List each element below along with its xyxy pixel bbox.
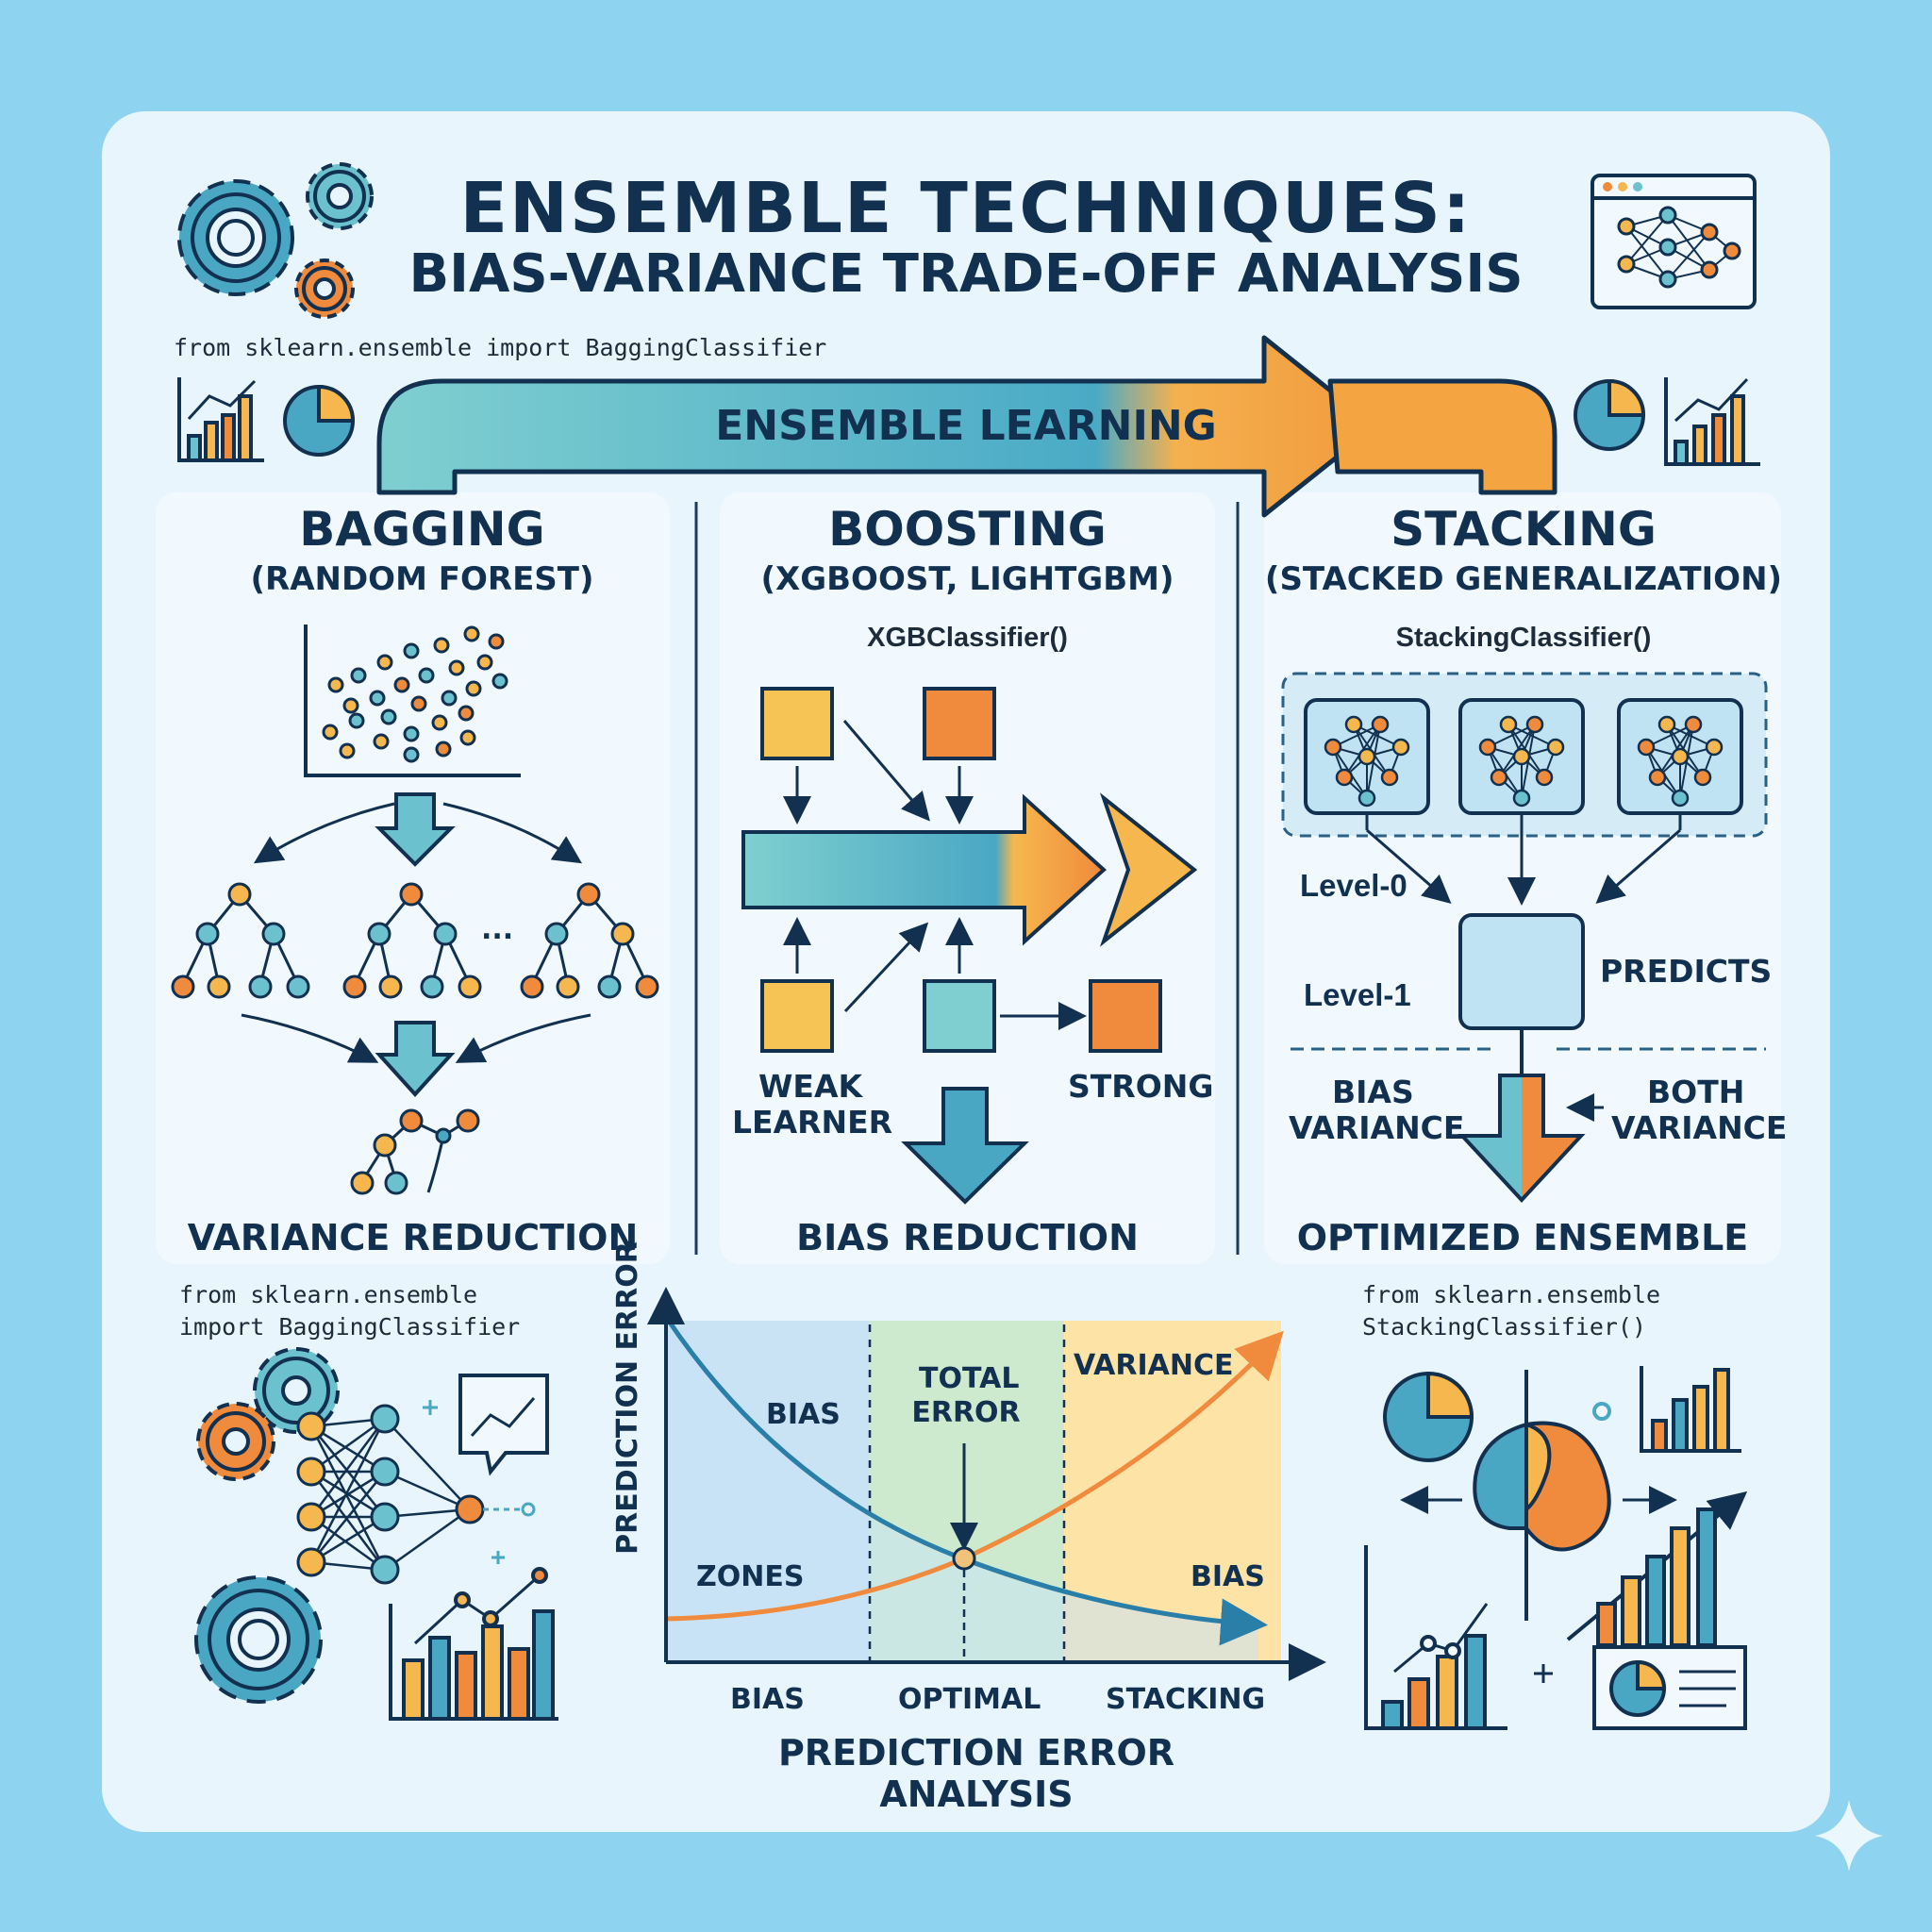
bias-right-label: BIAS [1191,1560,1265,1593]
boosting-title: BOOSTING [828,502,1107,557]
neural-net-icon [1637,715,1724,808]
down-arrow-icon [375,792,456,867]
boosting-arrow-tip [1099,792,1198,947]
boosting-code: XGBClassifier() [867,623,1068,653]
bar-chart-icon [1664,377,1760,466]
stacking-flow-arrows [1365,815,1682,906]
strong-learner-label: STRONG [1068,1068,1214,1105]
learner-box [923,687,996,760]
gear-icon [194,1575,323,1704]
weak-learner-box [760,687,834,760]
stacking-subtitle: (STACKED GENERALIZATION) [1264,560,1783,598]
strong-learner-box [1089,979,1162,1053]
chat-chart-icon [458,1374,549,1476]
total-error-label-line1: TOTAL [919,1362,1020,1395]
boosting-subtitle: (XGBOOST, LIGHTGBM) [760,560,1174,598]
stacking-both-label: BOTH [1647,1074,1745,1110]
boosting-footer: BIAS REDUCTION [796,1217,1139,1258]
neural-net-icon [1478,715,1565,808]
code-snippet-bottom-left-1: from sklearn.ensemble [179,1281,478,1308]
stacking-code: StackingClassifier() [1395,623,1652,653]
weak-learner-box [760,979,834,1053]
gear-icon [253,1347,340,1434]
bias-variance-chart [647,1287,1326,1681]
bagging-ellipsis: ... [481,913,514,946]
meta-model-icon [1458,913,1585,1030]
bagging-split-arrows [253,802,583,864]
decorative-plus-icon [423,1400,505,1564]
pie-chart-icon [1383,1371,1474,1462]
stacking-variance-left-label: VARIANCE [1289,1109,1465,1146]
variance-curve-label: VARIANCE [1074,1349,1234,1382]
gear-icon [306,162,374,230]
code-snippet-bottom-left-2: import BaggingClassifier [179,1313,521,1341]
weak-learner-label-line1: WEAK [758,1068,863,1105]
weak-learner-label-line2: LEARNER [732,1104,893,1141]
code-snippet-bottom-right-2: StackingClassifier() [1362,1313,1647,1341]
optimal-point [952,1546,976,1571]
bar-chart-icon [177,377,264,462]
page-title: ENSEMBLE TECHNIQUES: [459,168,1473,249]
bar-chart-icon [1640,1366,1741,1453]
pie-chart-icon [283,384,356,457]
bagging-title: BAGGING [299,502,545,557]
bias-curve-label: BIAS [766,1398,841,1431]
predicts-label: PREDICTS [1600,953,1773,990]
stacking-bias-label: BIAS [1332,1074,1414,1110]
boosting-main-arrow [741,793,1107,946]
ensemble-learning-arrow [376,335,1557,518]
chart-title: PREDICTION ERROR ANALYSIS [777,1732,1175,1815]
down-arrow-icon [901,1087,1029,1205]
sparkle-icon [1815,1800,1883,1872]
neural-net-icon [1324,715,1410,808]
bagging-subtitle: (RANDOM FOREST) [250,560,594,598]
blend-blob-icon [1400,1370,1677,1621]
bagging-footer: VARIANCE REDUCTION [187,1217,639,1258]
zones-label: ZONES [696,1560,805,1593]
page-subtitle: BIAS-VARIANCE TRADE-OFF ANALYSIS [408,243,1524,305]
gear-icon [177,179,294,296]
level1-label: Level-1 [1304,977,1411,1012]
bagging-panel [156,492,670,1264]
total-error-label-line2: ERROR [911,1396,1021,1429]
bagging-scatter-plot [304,625,521,777]
gear-icon [196,1402,275,1481]
chart-ylabel: PREDICTION ERROR [611,1241,644,1555]
bagging-merge-arrows [241,1013,591,1063]
growth-chart-icon [1364,1491,1748,1730]
neural-network-icon [296,1404,536,1585]
pie-chart-icon [1574,378,1646,451]
zone-left-label: BIAS [730,1683,805,1716]
stacking-variance-right-label: VARIANCE [1611,1109,1788,1146]
decorative-plus-icon [1534,1664,1553,1683]
down-arrow-icon [1457,1074,1586,1203]
boosting-learner-boxes [760,687,1162,1053]
code-snippet-bottom-right-1: from sklearn.ensemble [1362,1281,1661,1308]
down-arrow-icon [375,1021,456,1097]
gear-icon [294,258,355,319]
learner-box [923,979,996,1053]
boosting-flow-arrows [783,720,1087,1030]
stacking-title: STACKING [1391,502,1657,557]
banner-label: ENSEMBLE LEARNING [715,402,1217,450]
bar-chart-icon [389,1567,558,1721]
level0-label: Level-0 [1300,868,1407,903]
zone-mid-label: OPTIMAL [898,1683,1041,1716]
code-snippet-top: from sklearn.ensemble import BaggingClas… [174,334,827,361]
stacking-footer: OPTIMIZED ENSEMBLE [1296,1217,1749,1258]
neural-net-window-icon [1591,174,1757,309]
zone-right-label: STACKING [1106,1683,1266,1716]
